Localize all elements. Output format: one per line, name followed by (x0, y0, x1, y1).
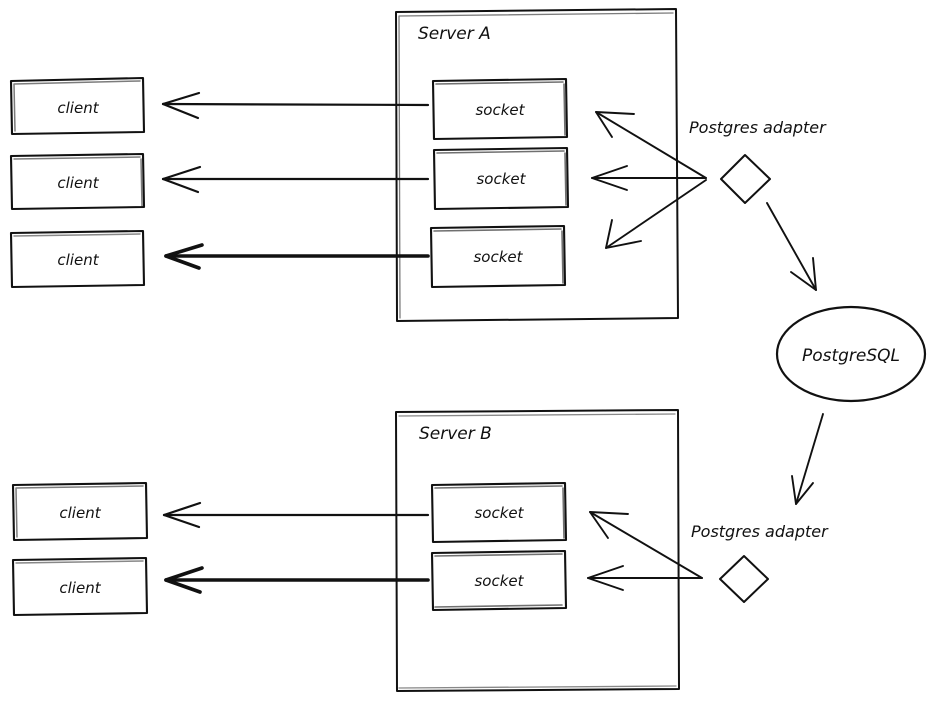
server-a-label: Server A (418, 24, 491, 44)
socket-label: socket (474, 572, 524, 590)
arrow-adapter-a-to-socket-3 (605, 179, 707, 249)
arrow-socket-to-client-a-2 (161, 165, 430, 194)
client-a-2[interactable]: client (9, 152, 146, 211)
server-b-label: Server B (419, 424, 492, 444)
adapter-b-group[interactable]: Postgres adapter (691, 522, 829, 603)
client-label: client (57, 251, 99, 269)
server-b-box-shadow (398, 413, 677, 689)
arrow-socket-to-client-b-2 (164, 566, 430, 594)
socket-label: socket (474, 504, 524, 522)
socket-box[interactable] (432, 146, 570, 211)
client-box-shadow (13, 233, 141, 237)
socket-box-shadow (434, 485, 565, 539)
adapter-a-label: Postgres adapter (689, 118, 827, 137)
client-label: client (59, 579, 101, 597)
client-box[interactable] (9, 76, 146, 136)
socket-label: socket (476, 170, 526, 188)
server-b-box[interactable] (395, 409, 680, 692)
socket-box-shadow (434, 553, 563, 608)
arrow-socket-to-client-a-1 (161, 91, 430, 120)
client-box[interactable] (11, 556, 149, 617)
client-b-1[interactable]: client (11, 481, 149, 542)
server-a-socket-3[interactable]: socket (429, 224, 567, 289)
socket-box[interactable] (429, 224, 567, 289)
server-a-socket-2[interactable]: socket (432, 146, 570, 211)
client-box-shadow (13, 80, 141, 132)
client-a-1[interactable]: client (9, 76, 146, 136)
socket-box[interactable] (430, 481, 568, 544)
server-a-group[interactable]: Server A (395, 8, 679, 322)
server-a-box[interactable] (395, 8, 679, 322)
client-a-3[interactable]: client (9, 229, 146, 289)
client-box[interactable] (11, 481, 149, 542)
socket-box-shadow (435, 81, 566, 136)
postgresql-label: PostgreSQL (802, 346, 900, 366)
client-label: client (57, 99, 99, 117)
server-a-socket-1[interactable]: socket (431, 77, 569, 141)
socket-box-shadow (433, 228, 564, 284)
arrow-socket-to-client-b-1 (162, 501, 430, 529)
database-group[interactable]: PostgreSQL (775, 305, 927, 403)
adapter-a-diamond[interactable] (720, 154, 771, 204)
arrow-adapter-a-to-socket-2 (591, 165, 707, 191)
server-b-socket-1[interactable]: socket (430, 481, 568, 544)
client-label: client (57, 174, 99, 192)
adapter-b-label: Postgres adapter (691, 522, 829, 541)
client-box-shadow (15, 485, 144, 538)
postgresql-ellipse[interactable] (775, 305, 927, 403)
client-box[interactable] (9, 229, 146, 289)
server-b-group[interactable]: Server B (395, 409, 680, 692)
client-box[interactable] (9, 152, 146, 211)
server-a-box-shadow (398, 12, 674, 319)
client-b-2[interactable]: client (11, 556, 149, 617)
arrow-adapter-a-to-database (766, 202, 817, 291)
adapter-a-group[interactable]: Postgres adapter (689, 118, 827, 204)
client-box-shadow (13, 156, 143, 207)
arrow-adapter-a-to-socket-1 (595, 111, 707, 179)
arrow-database-to-adapter-b (791, 413, 824, 505)
client-label: client (59, 504, 101, 522)
socket-box[interactable] (430, 549, 568, 612)
socket-box[interactable] (431, 77, 569, 141)
socket-label: socket (473, 248, 523, 266)
adapter-b-diamond[interactable] (719, 555, 769, 603)
server-b-socket-2[interactable]: socket (430, 549, 568, 612)
arrow-socket-to-client-a-3 (164, 243, 430, 270)
client-box-shadow (15, 560, 144, 564)
socket-label: socket (475, 101, 525, 119)
arrow-adapter-b-to-socket-1 (589, 511, 703, 579)
arrow-adapter-b-to-socket-2 (587, 565, 703, 591)
socket-box-shadow (436, 150, 567, 206)
